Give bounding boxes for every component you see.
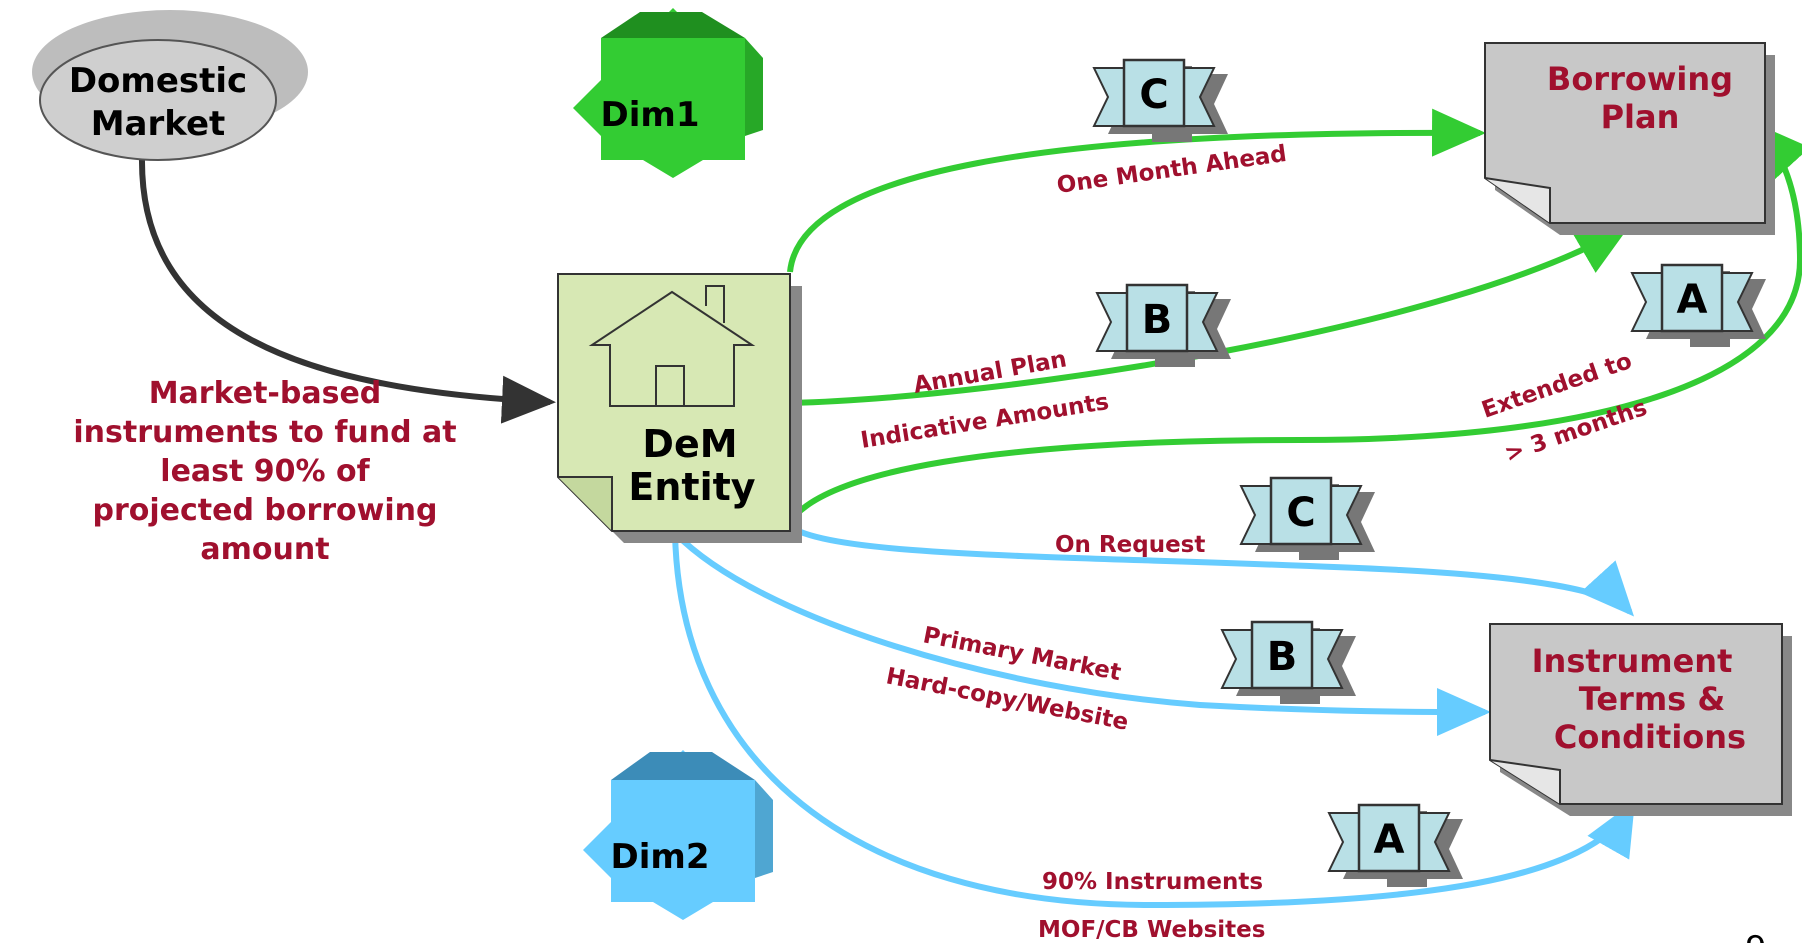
dem-entity-node: DeM Entity [557,273,802,543]
instrument-terms-line3: Conditions [1554,718,1746,756]
instrument-terms-line1: Instrument [1532,642,1733,680]
domestic-market-label-line2: Market [91,104,226,144]
one-month-ahead-arrow [787,108,1486,273]
borrowing-plan-line1: Borrowing [1547,60,1733,98]
dim2-star: Dim2 [583,750,773,920]
badge-mid-b: B [1095,283,1233,369]
badge-request-c-letter: C [1286,490,1315,536]
market-based-line1: Market-based [149,376,382,411]
page-number: 9 [1745,929,1767,943]
domestic-market-node: Domestic Market [32,10,308,161]
badge-request-c: C [1239,476,1377,562]
dim1-label: Dim1 [601,95,700,135]
annual-plan-label: Annual Plan [912,346,1069,399]
mof-cb-websites-label: MOF/CB Websites [1038,917,1265,943]
badge-bottom-a-letter: A [1374,817,1405,863]
house-icon [588,285,756,407]
instruments-arrow [672,532,1635,909]
on-request-label: On Request [1055,532,1205,558]
market-based-line2: instruments to fund at [73,415,456,450]
badge-top-c-letter: C [1139,72,1168,118]
instruments-90-label: 90% Instruments [1042,869,1263,895]
market-based-text: Market-based instruments to fund at leas… [73,376,456,567]
domestic-to-entity-arrow [138,157,556,424]
badge-primary-b-letter: B [1267,634,1298,680]
market-based-line5: amount [200,532,329,567]
badge-right-a: A [1630,263,1768,349]
dem-entity-line2: Entity [628,465,755,509]
borrowing-plan-node: Borrowing Plan [1484,42,1775,235]
badge-mid-b-letter: B [1142,297,1173,343]
badge-primary-b: B [1220,620,1358,706]
primary-market-arrow [672,530,1491,736]
market-based-line3: least 90% of [160,454,370,489]
dim1-star: Dim1 [573,8,763,178]
instrument-terms-node: Instrument Terms & Conditions [1489,623,1792,816]
extended-arrow [785,123,1802,527]
market-based-line4: projected borrowing [92,493,437,528]
dim2-label: Dim2 [611,837,710,877]
badge-top-c: C [1092,58,1230,144]
borrowing-plan-line2: Plan [1601,98,1680,136]
badge-right-a-letter: A [1677,277,1708,323]
on-request-arrow [786,522,1635,617]
dem-entity-line1: DeM [642,422,737,466]
instrument-terms-line2: Terms & [1579,680,1726,718]
badge-bottom-a: A [1327,803,1465,889]
domestic-market-label-line1: Domestic [69,61,247,101]
